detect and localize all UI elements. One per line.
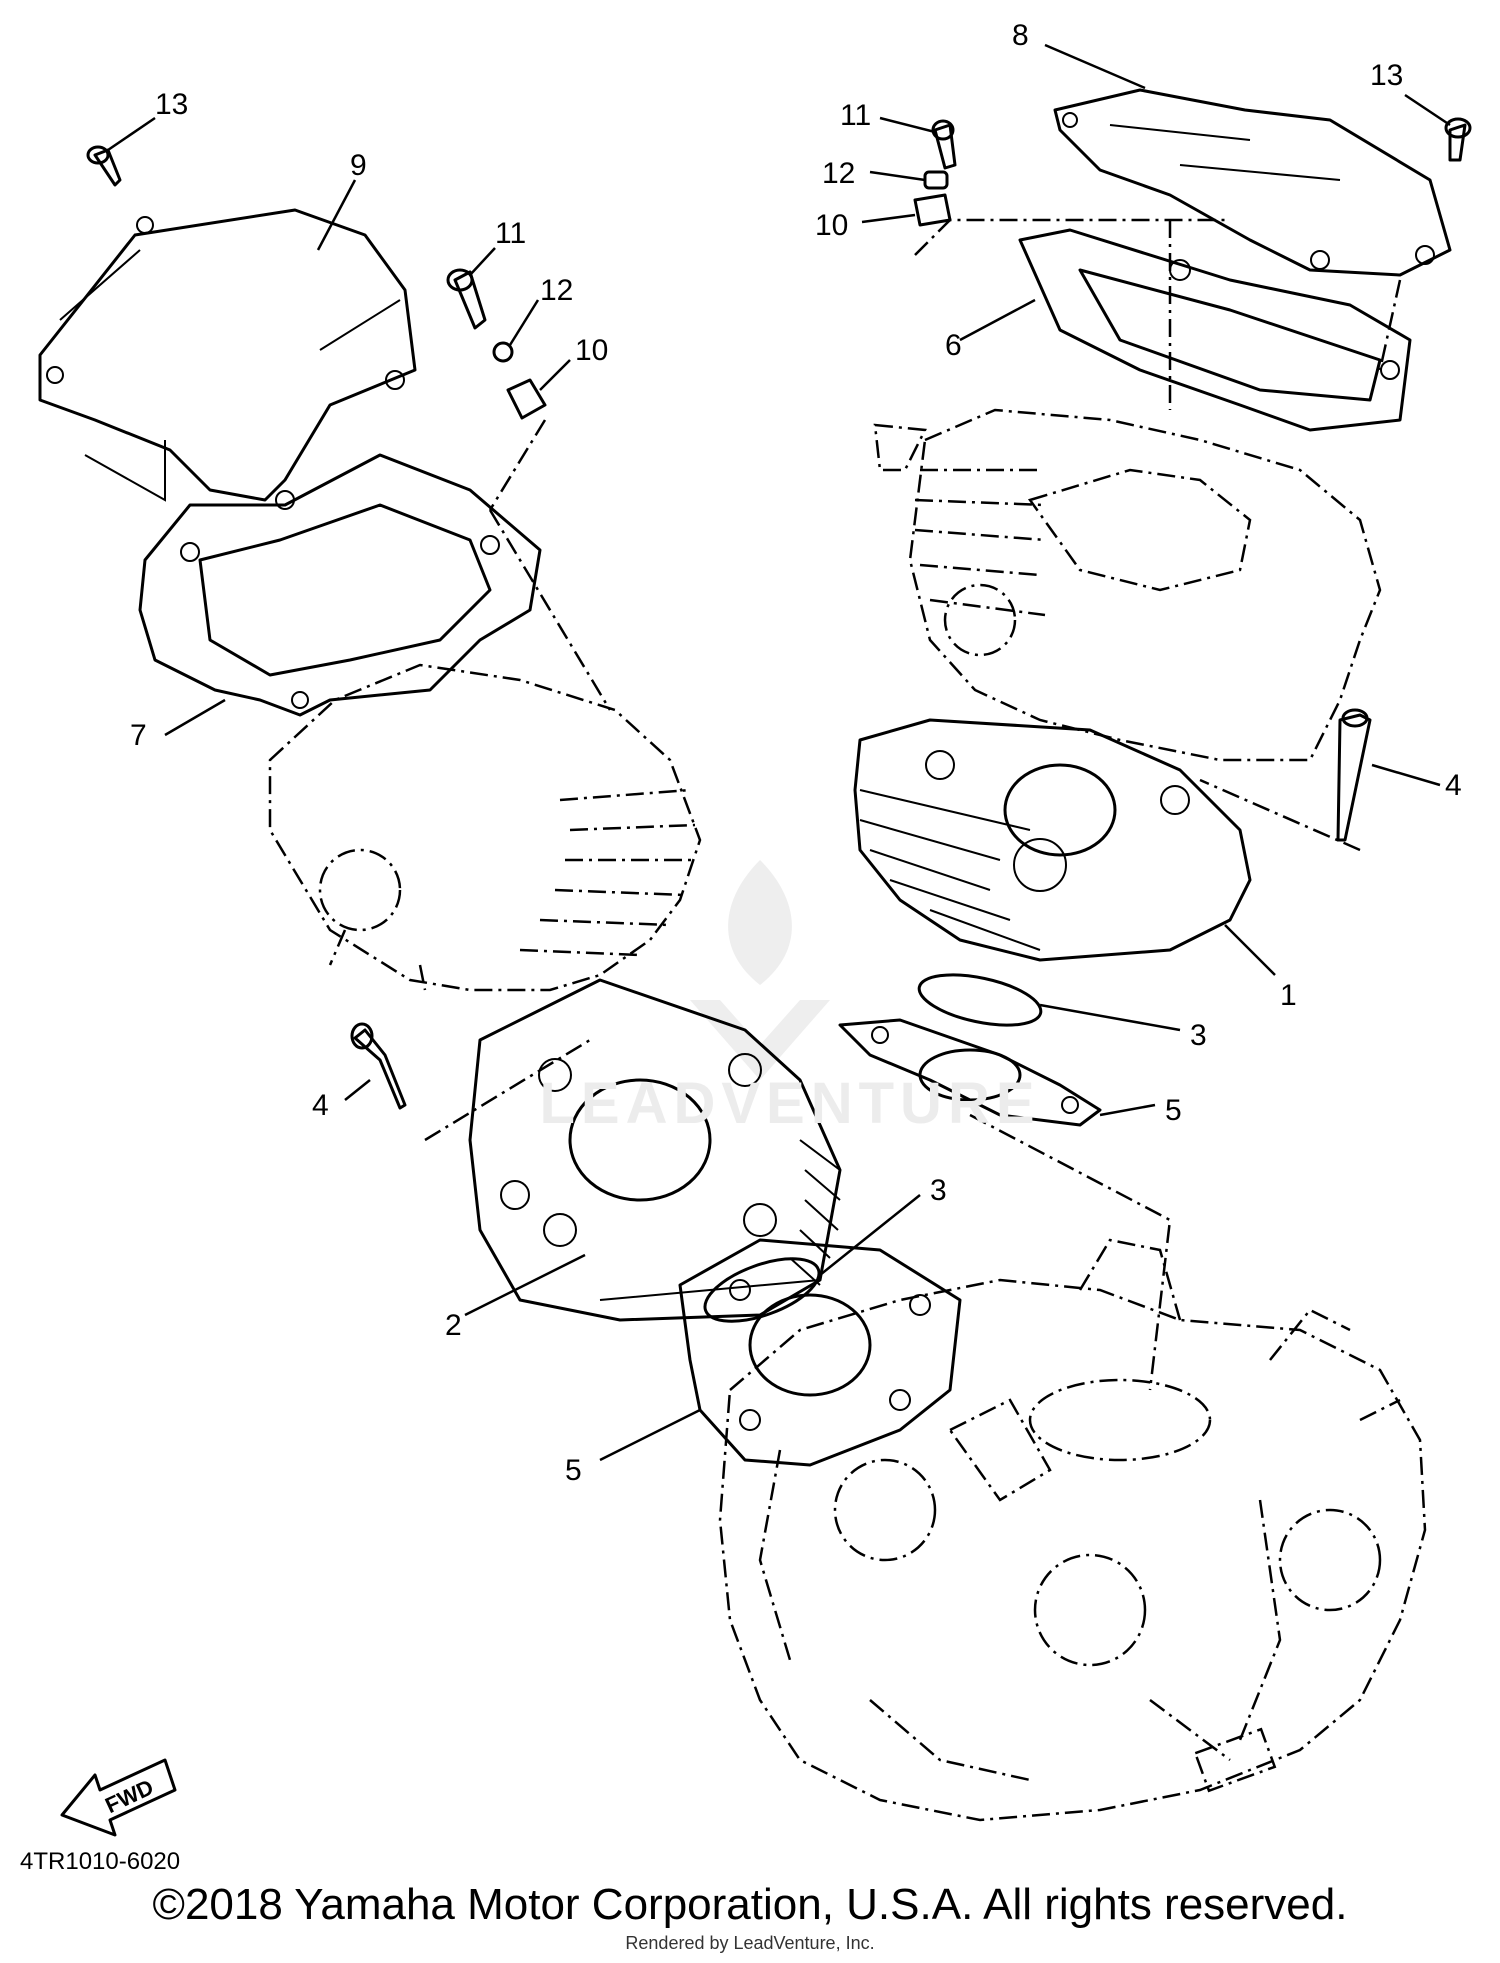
callout-11-left: 11	[495, 217, 526, 250]
callout-10-left: 10	[575, 334, 608, 367]
part-7-gasket-frame	[138, 453, 542, 717]
left-fasteners	[86, 145, 547, 420]
diagram-code: 4TR1010-6020	[20, 1848, 181, 1875]
callout-11-right: 11	[840, 99, 871, 132]
rendered-by-credit: Rendered by LeadVenture, Inc.	[625, 1933, 875, 1953]
callout-4-left: 4	[312, 1089, 329, 1122]
part-1-front-cylinder	[853, 718, 1252, 962]
callout-7: 7	[130, 719, 147, 752]
crankcase	[718, 1238, 1427, 1822]
callout-6: 6	[945, 329, 962, 362]
part-8-head-cover	[1053, 88, 1452, 277]
callout-10-right: 10	[815, 209, 848, 242]
front-cylinder-head	[873, 408, 1382, 762]
watermark-text: LEADVENTURE	[539, 1071, 1041, 1136]
callout-3-lower: 3	[930, 1174, 947, 1207]
watermark-logo	[690, 860, 830, 1080]
part-3-upper-o-ring	[917, 973, 1043, 1027]
fwd-arrow-icon: FWD	[60, 1758, 177, 1837]
callout-numbers: 13 9 11 12 10 7 4 2 3 5 8 13 11 12 10 6 …	[130, 19, 1462, 1487]
leader-lines	[107, 43, 1451, 1462]
part-4-left-stud-bolt	[350, 1022, 407, 1110]
part-9-head-cover	[38, 208, 417, 510]
callout-5-upper: 5	[1165, 1094, 1182, 1127]
callout-2: 2	[445, 1309, 462, 1342]
callout-13-left: 13	[155, 88, 188, 121]
callout-12-right: 12	[822, 157, 855, 190]
callout-3-upper: 3	[1190, 1019, 1207, 1052]
callout-1: 1	[1280, 979, 1297, 1012]
callout-12-left: 12	[540, 274, 573, 307]
callout-4-right: 4	[1445, 769, 1462, 802]
copyright-notice: ©2018 Yamaha Motor Corporation, U.S.A. A…	[152, 1880, 1348, 1929]
part-5-lower-base-gasket	[678, 1238, 962, 1467]
callout-5-lower: 5	[565, 1454, 582, 1487]
part-3-lower-o-ring	[703, 1257, 821, 1323]
part-4-right-stud-bolt	[1336, 708, 1372, 842]
alignment-lines	[424, 218, 1402, 1391]
part-5-upper-base-gasket	[838, 1018, 1102, 1127]
callout-9: 9	[350, 149, 367, 182]
rear-cylinder-head	[268, 663, 702, 992]
callout-8: 8	[1012, 19, 1029, 52]
part-6-gasket-frame	[1018, 228, 1412, 432]
callout-13-right: 13	[1370, 59, 1403, 92]
